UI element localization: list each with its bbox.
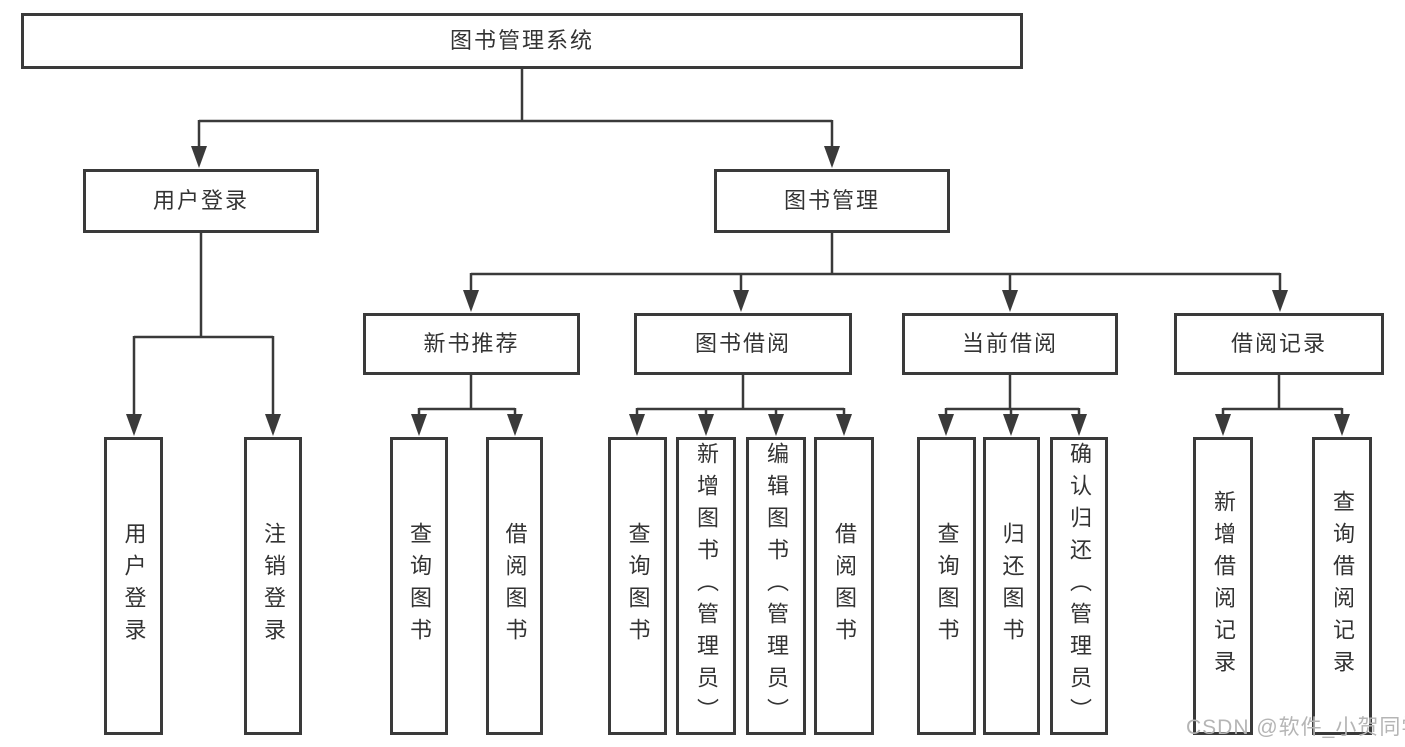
- leaf-borrow-books-recommend-label: 借阅图书: [502, 522, 528, 650]
- leaf-query-books-borrow: 查询图书: [608, 437, 667, 735]
- leaf-query-borrow-record: 查询借阅记录: [1312, 437, 1372, 735]
- node-new-book-recommend: 新书推荐: [363, 313, 580, 375]
- leaf-borrow-books-borrow-label: 借阅图书: [832, 522, 857, 650]
- leaf-query-books-current-label: 查询图书: [934, 522, 960, 650]
- node-user-login: 用户登录: [83, 169, 319, 233]
- leaf-confirm-return-admin: 确认归还（管理员）: [1050, 437, 1108, 735]
- node-borrow-records-label: 借阅记录: [1230, 331, 1327, 356]
- node-user-login-label: 用户登录: [152, 188, 249, 213]
- leaf-user-login-label: 用户登录: [121, 522, 147, 650]
- leaf-query-books-recommend: 查询图书: [390, 437, 448, 735]
- node-current-borrow: 当前借阅: [902, 313, 1118, 375]
- leaf-query-books-recommend-label: 查询图书: [407, 522, 432, 650]
- leaf-add-book-admin: 新增图书（管理员）: [676, 437, 736, 735]
- watermark-text: CSDN @软件_小贺同学: [1186, 716, 1405, 739]
- leaf-return-books-label: 归还图书: [999, 522, 1025, 650]
- leaf-logout-label: 注销登录: [261, 522, 286, 650]
- node-book-borrow-label: 图书借阅: [694, 331, 791, 356]
- leaf-query-books-current: 查询图书: [917, 437, 976, 735]
- leaf-return-books: 归还图书: [983, 437, 1040, 735]
- leaf-query-borrow-record-label: 查询借阅记录: [1330, 490, 1355, 682]
- node-new-book-recommend-label: 新书推荐: [423, 331, 520, 356]
- leaf-borrow-books-borrow: 借阅图书: [814, 437, 874, 735]
- leaf-add-borrow-record-label: 新增借阅记录: [1211, 490, 1236, 682]
- leaf-confirm-return-admin-label: 确认归还（管理员）: [1067, 442, 1092, 730]
- node-root-label: 图书管理系统: [449, 28, 594, 53]
- leaf-query-books-borrow-label: 查询图书: [625, 522, 651, 650]
- leaf-user-login: 用户登录: [104, 437, 163, 735]
- node-book-management: 图书管理: [714, 169, 950, 233]
- leaf-edit-book-admin-label: 编辑图书（管理员）: [764, 442, 789, 730]
- arrowhead-icons: [126, 146, 1350, 436]
- node-book-management-label: 图书管理: [783, 188, 880, 213]
- leaf-borrow-books-recommend: 借阅图书: [486, 437, 543, 735]
- node-book-borrow: 图书借阅: [634, 313, 852, 375]
- leaf-add-book-admin-label: 新增图书（管理员）: [694, 442, 719, 730]
- node-root: 图书管理系统: [21, 13, 1023, 69]
- node-current-borrow-label: 当前借阅: [961, 331, 1058, 356]
- node-borrow-records: 借阅记录: [1174, 313, 1384, 375]
- leaf-add-borrow-record: 新增借阅记录: [1193, 437, 1253, 735]
- leaf-logout: 注销登录: [244, 437, 302, 735]
- leaf-edit-book-admin: 编辑图书（管理员）: [746, 437, 806, 735]
